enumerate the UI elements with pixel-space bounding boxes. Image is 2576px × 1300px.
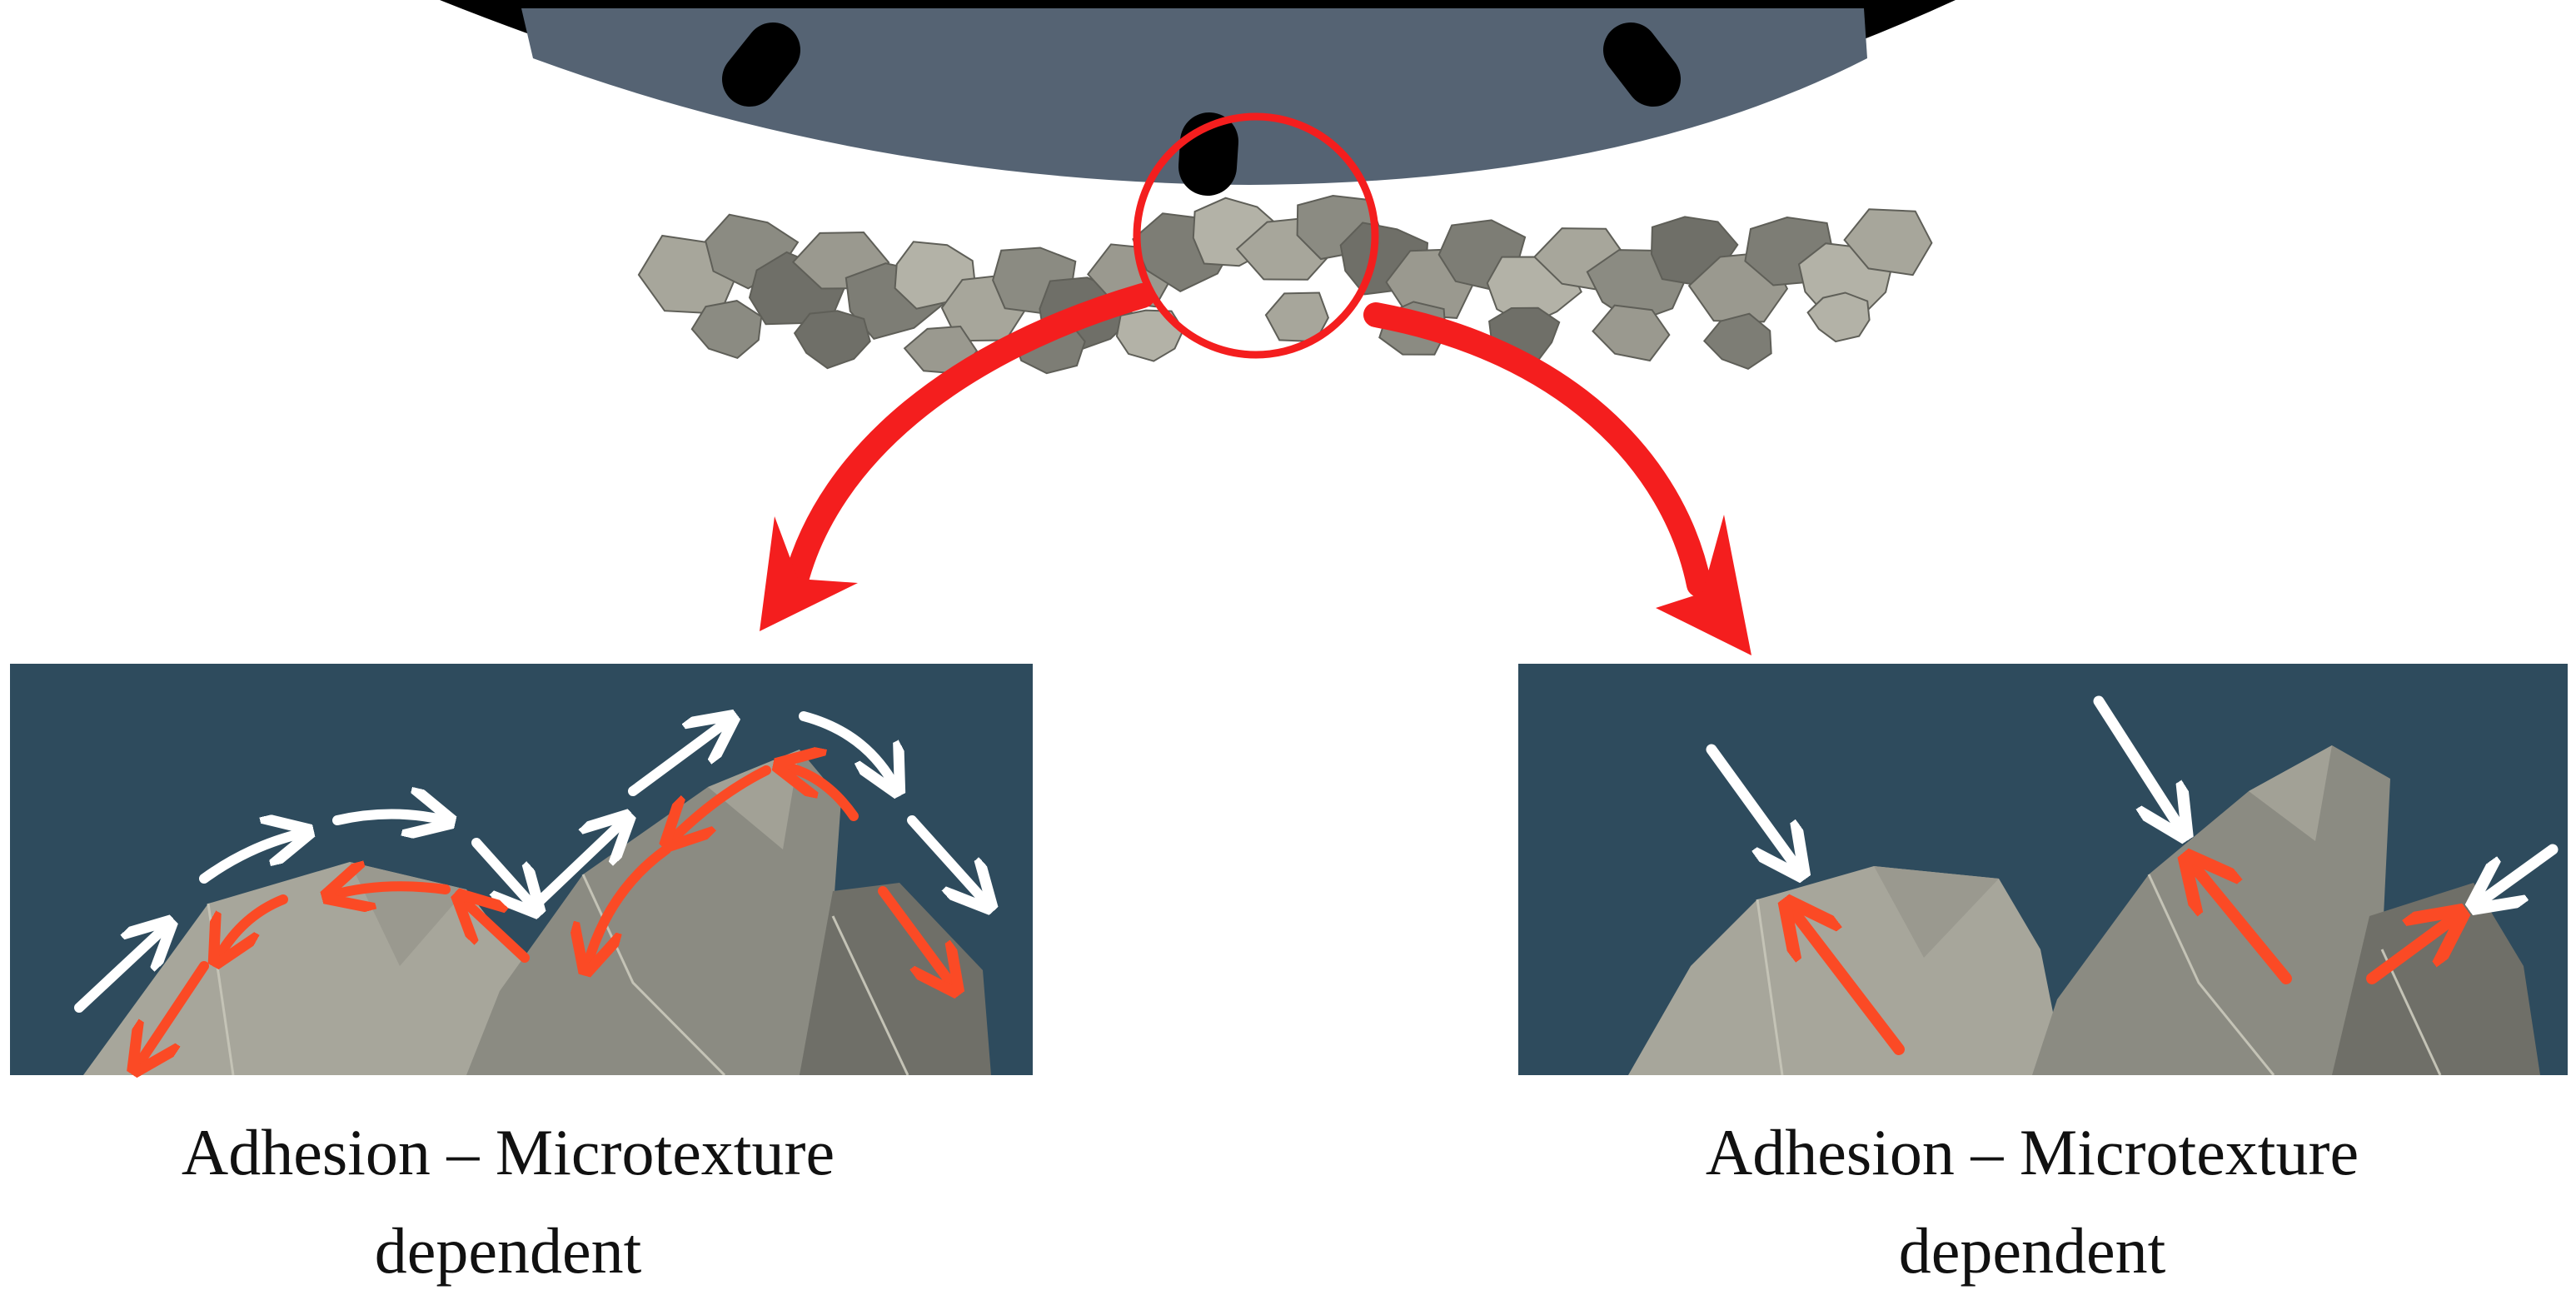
- right-panel-aggregates: [1628, 745, 2540, 1075]
- curved-arrow-right: [1363, 302, 1751, 655]
- left-caption-line1: Adhesion – Microtexture: [181, 1116, 835, 1188]
- right-white-force-arrows: [1706, 695, 2559, 904]
- right-detail-panel: [1518, 664, 2568, 1075]
- right-caption-line2: dependent: [1898, 1214, 2166, 1287]
- right-panel-caption: Adhesion – Microtexture dependent: [1574, 1103, 2490, 1300]
- tire-body: [521, 8, 1867, 185]
- left-orange-flow-arrows: [137, 766, 954, 1066]
- aggregate-stone: [1115, 309, 1184, 362]
- tire-lug-left: [722, 22, 800, 107]
- aggregate-stone: [1843, 208, 1933, 276]
- left-panel-aggregates: [83, 750, 991, 1075]
- left-rock-2: [466, 750, 841, 1075]
- left-white-flow-arrows: [74, 716, 987, 1013]
- aggregate-layer: [637, 194, 1933, 375]
- right-rock-3: [2332, 883, 2540, 1075]
- curved-arrow-left-head: [760, 516, 858, 631]
- tire-icon: [440, 0, 1956, 196]
- left-panel-caption: Adhesion – Microtexture dependent: [50, 1103, 966, 1300]
- curved-arrow-left: [760, 283, 1155, 631]
- right-caption-line1: Adhesion – Microtexture: [1705, 1116, 2359, 1188]
- curved-arrow-right-head: [1656, 515, 1751, 655]
- aggregate-stone: [1806, 291, 1871, 343]
- left-detail-panel: [10, 664, 1033, 1075]
- tire-lug-center: [1178, 112, 1238, 196]
- aggregate-stone: [1592, 304, 1671, 362]
- right-orange-force-arrows: [1791, 862, 2457, 1055]
- aggregate-stone: [690, 300, 763, 360]
- left-caption-line2: dependent: [374, 1214, 642, 1287]
- aggregate-stone: [793, 310, 871, 370]
- zoom-circle-icon: [1133, 112, 1379, 359]
- aggregate-stone: [1702, 312, 1772, 371]
- tire-lug-right: [1603, 22, 1681, 107]
- left-rock-3: [800, 883, 991, 1075]
